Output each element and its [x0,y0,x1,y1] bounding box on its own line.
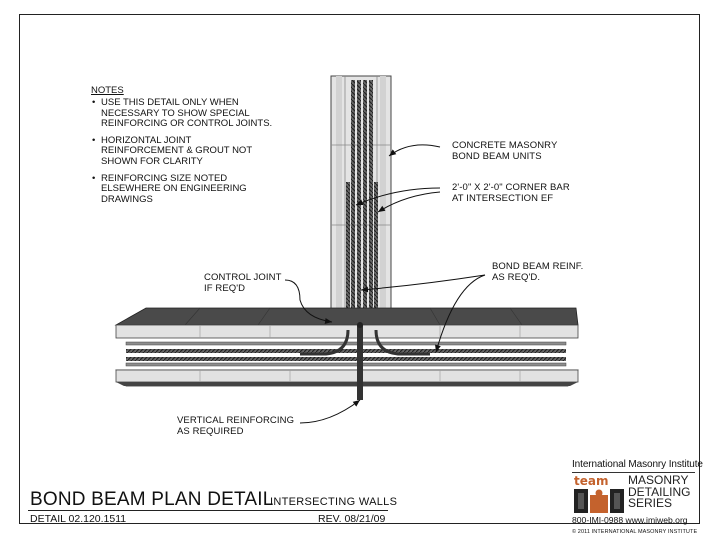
team-logo-word: team [574,474,609,488]
notes-heading: NOTES [91,85,124,96]
drawing-subtitle: INTERSECTING WALLS [270,496,398,508]
callout-corner-bar: 2'-0" x 2'-0" CORNER BAR AT INTERSECTION… [452,182,570,204]
callout-control-joint: CONTROL JOINT IF REQ'D [204,272,282,294]
drawing-title: BOND BEAM PLAN DETAIL [30,489,274,510]
series-line-3: SERIES [628,496,673,510]
series-line-2: DETAILING [628,484,691,499]
detail-number: DETAIL 02.120.1511 [30,513,127,525]
series-line-1: MASONRY [628,473,689,487]
team-logo-icon [574,489,624,513]
callout-leaders [284,144,486,424]
note-item: USE THIS DETAIL ONLY WHEN NECESSARY TO S… [91,98,276,129]
revision-date: REV. 08/21/09 [318,513,386,525]
general-notes: NOTES USE THIS DETAIL ONLY WHEN NECESSAR… [91,85,276,212]
callout-cmu: CONCRETE MASONRY BOND BEAM UNITS [452,140,558,162]
note-item: HORIZONTAL JOINT REINFORCEMENT & GROUT N… [91,136,276,167]
title-rule [28,510,388,511]
imi-rule [572,472,695,473]
imi-contact: 800-IMI-0988 www.imiweb.org [572,515,688,525]
callout-bond-beam-reinf: BOND BEAM REINF. AS REQ'D. [492,261,584,283]
copyright-notice: © 2011 INTERNATIONAL MASONRY INSTITUTE [572,529,698,535]
detailing-series-label: MASONRY DETAILING SERIES [628,473,691,510]
callout-vertical-reinforcing: VERTICAL REINFORCING AS REQUIRED [177,415,295,437]
note-item: REINFORCING SIZE NOTED ELSEWHERE ON ENGI… [91,173,276,205]
imi-name: International Masonry Institute [572,459,703,470]
notes-list: USE THIS DETAIL ONLY WHEN NECESSARY TO S… [91,98,276,205]
through-wall [114,307,579,400]
